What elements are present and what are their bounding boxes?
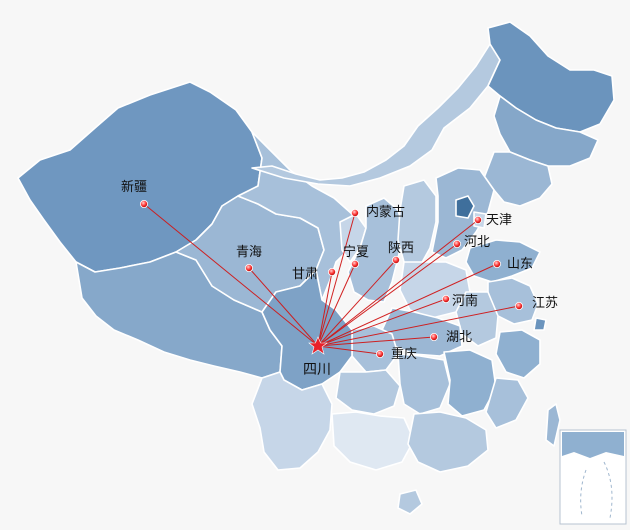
region-guizhou bbox=[335, 369, 401, 415]
route-line bbox=[317, 271, 333, 347]
city-label: 内蒙古 bbox=[366, 204, 405, 220]
region-heilongjiang bbox=[487, 21, 615, 133]
star-icon bbox=[308, 336, 328, 355]
city-markers bbox=[139, 199, 524, 358]
route-line bbox=[317, 243, 458, 347]
city-dot[interactable] bbox=[473, 215, 482, 224]
region-guangxi bbox=[331, 411, 415, 471]
city-label: 陕西 bbox=[388, 241, 414, 256]
south-china-sea-inset bbox=[559, 429, 627, 525]
region-beijing bbox=[455, 195, 475, 219]
route-line bbox=[317, 336, 435, 347]
route-line bbox=[143, 203, 319, 347]
city-dot[interactable] bbox=[429, 332, 438, 341]
region-yunnan bbox=[251, 371, 333, 471]
city-dot[interactable] bbox=[139, 199, 148, 208]
region-jilin bbox=[493, 95, 599, 167]
route-line bbox=[248, 267, 319, 347]
city-dot[interactable] bbox=[452, 239, 461, 248]
city-dot[interactable] bbox=[441, 294, 450, 303]
region-hunan bbox=[397, 353, 451, 415]
route-lines bbox=[143, 203, 520, 355]
region-shandong bbox=[465, 239, 541, 283]
city-dot[interactable] bbox=[492, 259, 501, 268]
city-label: 河南 bbox=[452, 293, 478, 309]
city-dot[interactable] bbox=[327, 267, 336, 276]
city-label: 湖北 bbox=[446, 330, 472, 345]
region-shanghai bbox=[533, 317, 547, 331]
city-dot[interactable] bbox=[244, 263, 253, 272]
city-label: 青海 bbox=[236, 245, 262, 260]
route-line bbox=[317, 259, 397, 347]
origin-marker: 四川 bbox=[303, 336, 331, 378]
city-dot[interactable] bbox=[515, 301, 524, 310]
city-label: 新疆 bbox=[121, 179, 147, 195]
route-line bbox=[317, 212, 356, 347]
city-dot[interactable] bbox=[375, 349, 384, 358]
city-label: 甘肃 bbox=[292, 267, 318, 282]
region-zhejiang bbox=[495, 329, 541, 379]
city-dot[interactable] bbox=[350, 208, 359, 217]
city-label: 宁夏 bbox=[343, 244, 369, 260]
city-label: 天津 bbox=[486, 213, 512, 228]
route-line bbox=[317, 219, 479, 347]
region-taiwan bbox=[545, 403, 561, 447]
region-fujian bbox=[485, 377, 529, 429]
city-label: 江苏 bbox=[532, 295, 558, 311]
city-dot[interactable] bbox=[391, 255, 400, 264]
region-shanxi bbox=[397, 179, 437, 267]
origin-label: 四川 bbox=[303, 362, 331, 378]
route-line bbox=[317, 263, 498, 347]
region-shaanxi bbox=[347, 197, 405, 303]
route-line bbox=[317, 298, 447, 347]
region-sichuan bbox=[261, 269, 353, 391]
region-jiangxi bbox=[443, 349, 497, 417]
province-shapes bbox=[17, 21, 615, 515]
region-anhui bbox=[455, 291, 499, 347]
city-label: 河北 bbox=[464, 235, 490, 250]
region-chongqing bbox=[351, 325, 399, 373]
region-guangdong bbox=[407, 411, 489, 473]
route-line bbox=[317, 345, 381, 355]
region-neimenggu bbox=[251, 43, 501, 187]
city-label: 山东 bbox=[507, 257, 533, 272]
city-label: 重庆 bbox=[391, 346, 417, 362]
route-line bbox=[317, 263, 356, 347]
region-hainan bbox=[397, 489, 423, 515]
route-line bbox=[317, 305, 520, 347]
city-dot[interactable] bbox=[350, 259, 359, 268]
